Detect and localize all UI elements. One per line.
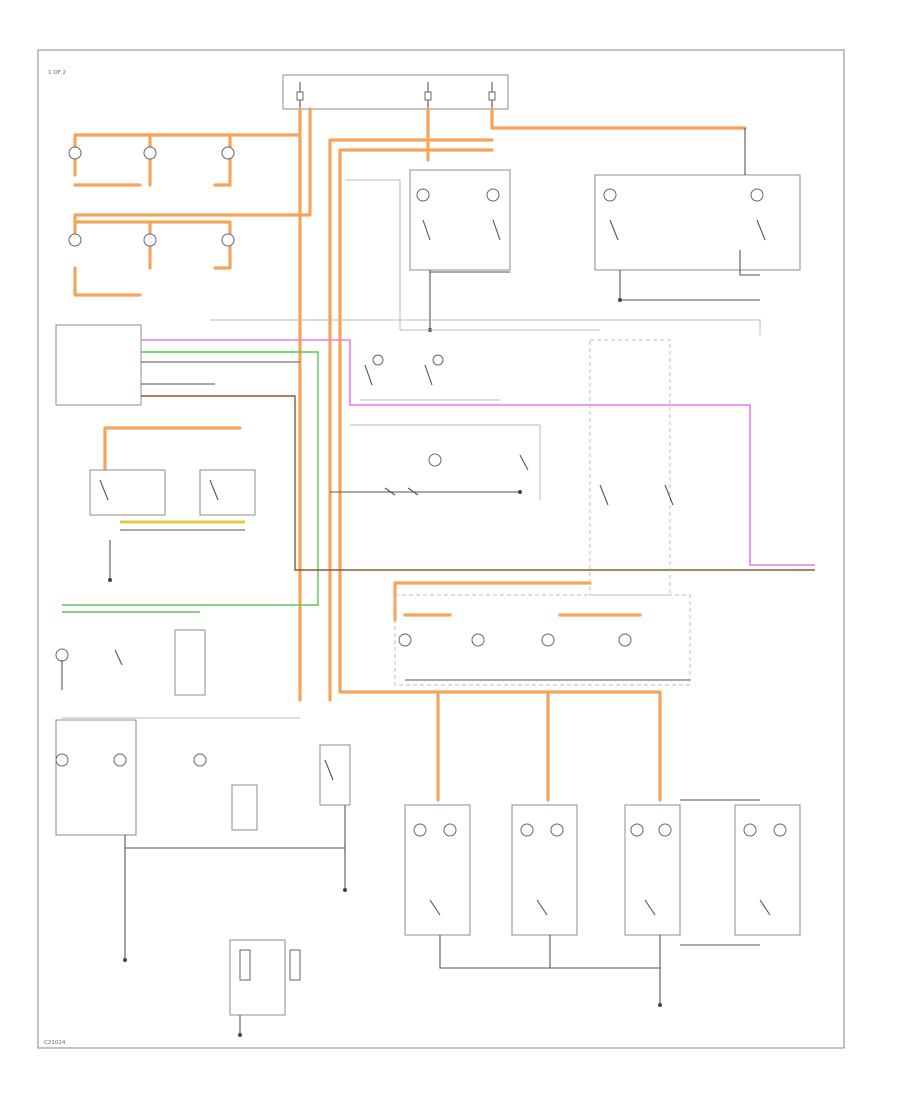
lamp-cluster-top-left [68, 133, 235, 297]
control-module-left [55, 324, 815, 606]
switch-module-top-center [409, 169, 511, 332]
lamp-cluster-middle [394, 594, 691, 686]
footer-label: C21024 [44, 1040, 66, 1046]
diagram-frame [37, 49, 845, 1049]
header-label: 1 OF 2 [48, 70, 66, 76]
switch-module-top-right [594, 128, 801, 302]
door-switch-modules [404, 799, 801, 1007]
switch-pair-middle [360, 354, 500, 401]
lower-left-components [55, 611, 345, 962]
ground-bus-top [210, 179, 761, 335]
center-lower-switch [319, 744, 351, 892]
lamp-switch-center [330, 424, 541, 500]
dimmer-switches-left [89, 469, 256, 582]
module-right-dashed [589, 339, 674, 596]
fuse-block [282, 74, 509, 110]
bottom-sensor [229, 939, 301, 1037]
